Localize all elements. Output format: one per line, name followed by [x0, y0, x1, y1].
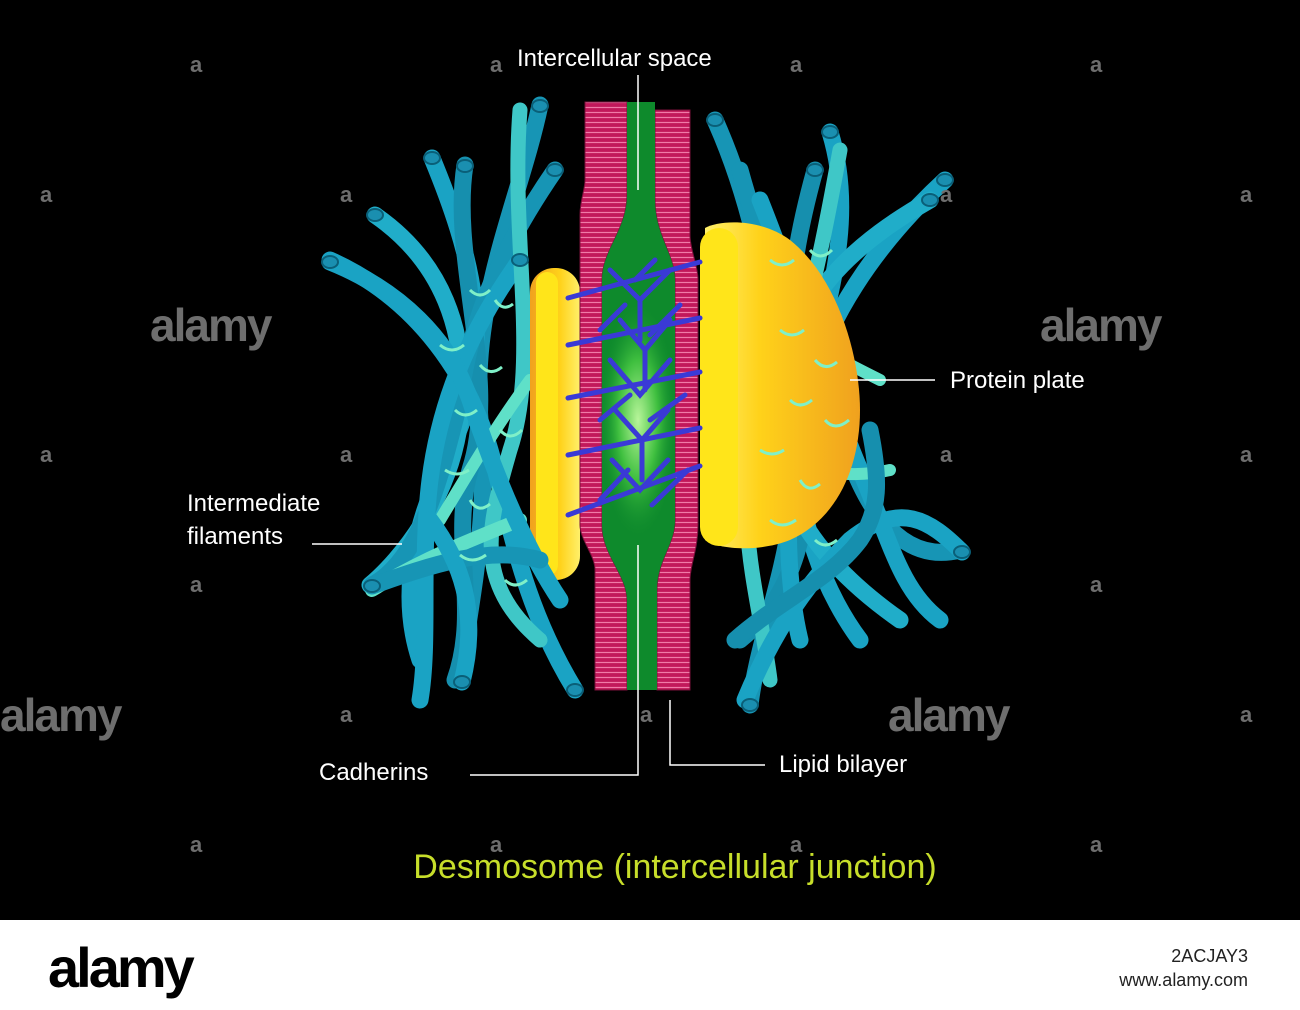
watermark-mark: a	[1240, 702, 1253, 727]
footer-site: www.alamy.com	[1119, 970, 1248, 990]
label-intermediate-filaments-line2: filaments	[187, 523, 284, 550]
label-protein-plate: Protein plate	[950, 367, 1085, 394]
watermark-mark: a	[1090, 572, 1103, 597]
footer-brand-logo: alamy	[48, 936, 195, 999]
desmosome-illustration	[312, 75, 971, 776]
intermediate-filaments-right-front	[726, 421, 971, 709]
watermark-mark: a	[340, 702, 353, 727]
protein-plate-right	[700, 222, 860, 549]
watermark-mark: a	[790, 832, 803, 857]
filament-end-caps	[321, 99, 971, 712]
watermark-mark: a	[40, 442, 53, 467]
label-lipid-bilayer: Lipid bilayer	[779, 751, 908, 778]
watermark-mark: a	[490, 52, 503, 77]
watermark-mark: a	[1240, 182, 1253, 207]
footer-image-id: 2ACJAY3	[1171, 946, 1248, 966]
watermark-mark: a	[190, 832, 203, 857]
watermark-mark: a	[1240, 442, 1253, 467]
watermark-logo: alamy	[150, 299, 272, 351]
watermark-logo: alamy	[888, 689, 1010, 741]
watermark-mark: a	[340, 182, 353, 207]
intermediate-filaments-left-front	[321, 253, 569, 691]
watermark-mark: a	[1090, 832, 1103, 857]
watermark-logo: alamy	[1040, 299, 1162, 351]
stock-footer: alamy 2ACJAY3 www.alamy.com	[0, 920, 1300, 1010]
cadherins	[565, 257, 703, 518]
watermark-mark: a	[640, 702, 653, 727]
protein-plate-left	[530, 268, 580, 580]
watermark-mark: a	[190, 572, 203, 597]
watermark-mark: a	[790, 52, 803, 77]
watermark-mark: a	[1090, 52, 1103, 77]
watermark-mark: a	[190, 52, 203, 77]
watermark-mark: a	[340, 442, 353, 467]
diagram-title: Desmosome (intercellular junction)	[413, 848, 937, 886]
label-cadherins: Cadherins	[319, 759, 429, 786]
watermark-mark: a	[940, 442, 953, 467]
watermark-mark: a	[490, 832, 503, 857]
watermark-mark: a	[940, 182, 953, 207]
watermark-logo: alamy	[0, 689, 122, 741]
filament-linkers	[439, 248, 850, 587]
diagram-canvas: alamy alamy alamy alamy a a a a a a a a …	[0, 45, 1253, 886]
label-intercellular-space: Intercellular space	[517, 45, 712, 72]
leader-lines	[312, 75, 935, 776]
label-intermediate-filaments-line1: Intermediate	[187, 490, 321, 517]
watermark-mark: a	[40, 182, 53, 207]
